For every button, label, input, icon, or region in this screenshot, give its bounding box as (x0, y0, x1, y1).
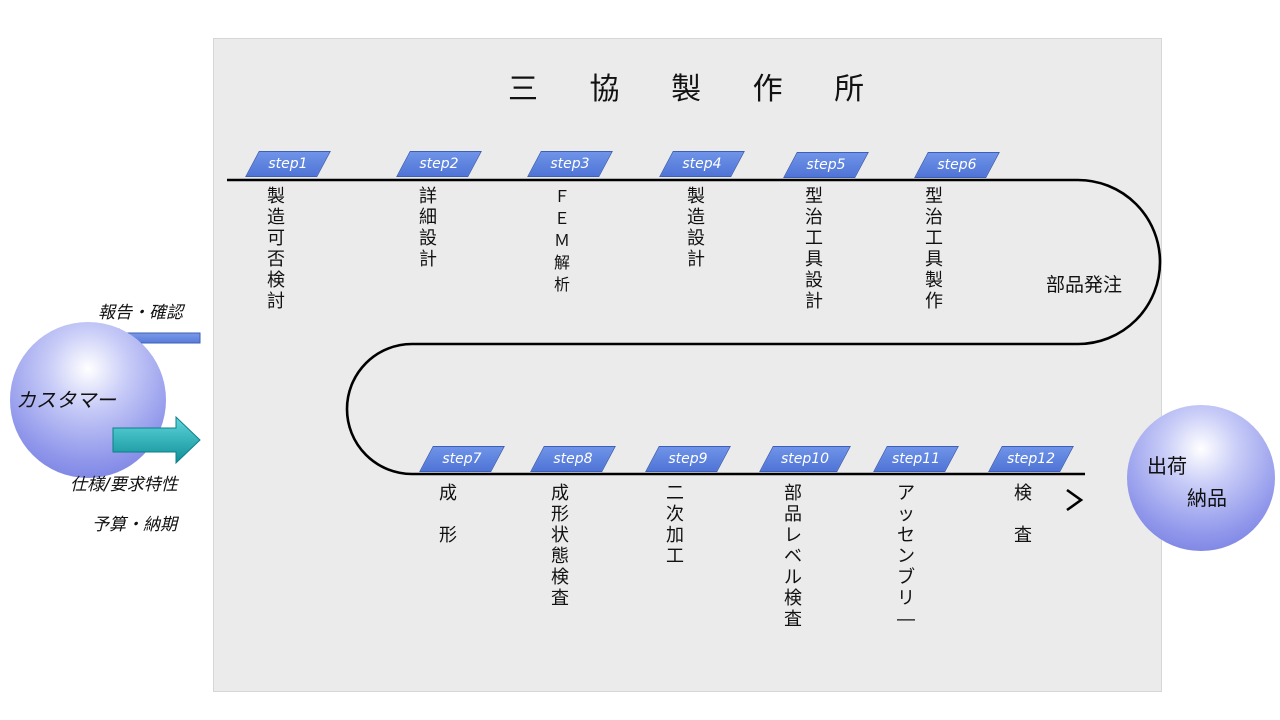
step-label: 製 造 設 計 (687, 186, 705, 270)
step-label: 二 次 加 工 (666, 483, 684, 567)
budget-label: 予算・納期 (92, 515, 177, 535)
end-chevron-icon (1066, 488, 1084, 512)
delivery-line2: 納品 (1187, 486, 1227, 510)
customer-label: カスタマー (16, 388, 116, 412)
delivery-line1: 出荷 (1147, 454, 1187, 478)
step-label: 型 治 工 具 製 作 (925, 186, 943, 312)
delivery-circle (1127, 405, 1275, 551)
spec-label: 仕様/要求特性 (70, 475, 178, 495)
parts-order-label: 部品発注 (1046, 274, 1123, 296)
company-title: 三 協 製 作 所 (508, 72, 886, 107)
step-label: 成 形 状 態 検 査 (551, 483, 569, 609)
step-label: 製 造 可 否 検 討 (267, 186, 285, 312)
step-label: 詳 細 設 計 (419, 186, 437, 270)
report-label: 報告・確認 (98, 303, 183, 323)
step-label: 部 品 レ ベ ル 検 査 (784, 483, 802, 630)
step-label: Ｆ Ｅ Ｍ 解 析 (553, 187, 570, 294)
step-label: 検 査 (1014, 483, 1032, 546)
teal-arrow-icon (112, 415, 201, 465)
step-label: 成 形 (439, 483, 457, 546)
serpentine-line (227, 178, 1162, 476)
step-label: 型 治 工 具 設 計 (805, 186, 823, 312)
process-panel (213, 38, 1162, 692)
step-label: ア ッ セ ン ブ リ ― (897, 483, 915, 630)
